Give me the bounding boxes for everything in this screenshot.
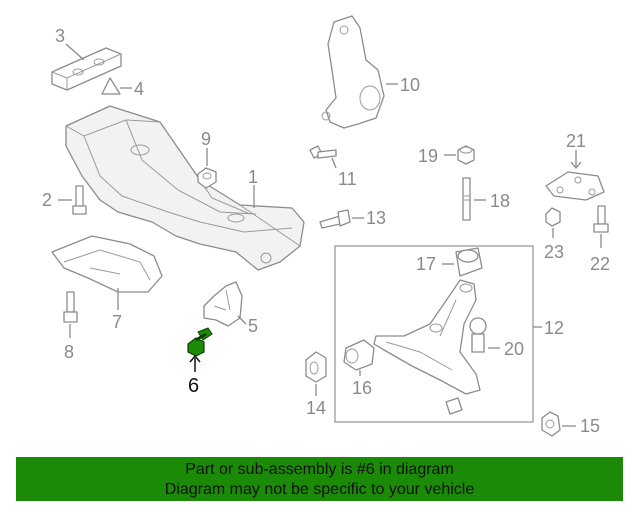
callout-7: 7 [112, 312, 122, 332]
callout-2: 2 [42, 190, 52, 210]
callout-4: 4 [134, 79, 144, 99]
callout-21: 21 [566, 131, 586, 151]
part-7-cover [51, 235, 163, 293]
callout-15: 15 [580, 416, 600, 436]
callout-3: 3 [55, 26, 65, 46]
part-14-bushing [305, 351, 327, 383]
part-1-subframe [65, 105, 305, 271]
part-8-bolt [63, 291, 78, 323]
banner-line-1: Part or sub-assembly is #6 in diagram [185, 461, 454, 478]
callout-10: 10 [400, 75, 420, 95]
callout-23: 23 [544, 242, 564, 262]
assembly-12-frame [334, 245, 534, 423]
part-19-nut [457, 145, 475, 165]
callout-18: 18 [490, 191, 510, 211]
callout-13: 13 [366, 208, 386, 228]
part-13-bolt [319, 209, 351, 229]
part-5-bracket [203, 281, 243, 327]
callout-19: 19 [418, 146, 438, 166]
part-11-bolt [309, 145, 337, 159]
callout-14: 14 [306, 398, 326, 418]
callout-22: 22 [590, 254, 610, 274]
part-17-bushing [455, 247, 483, 277]
callout-6: 6 [188, 375, 199, 397]
callout-17: 17 [416, 254, 436, 274]
callout-11: 11 [338, 169, 357, 189]
callout-9: 9 [201, 129, 211, 149]
callout-20: 20 [504, 339, 524, 359]
part-4-cone [101, 77, 121, 95]
arm-rear-bushing [445, 397, 463, 415]
callout-5: 5 [248, 316, 258, 336]
part-16-bushing [343, 339, 375, 371]
callout-12: 12 [544, 318, 564, 338]
callout-8: 8 [64, 342, 74, 362]
part-6-bolt [187, 327, 213, 357]
info-banner: Part or sub-assembly is #6 in diagram Di… [16, 457, 623, 501]
part-3-plate [51, 47, 122, 91]
part-10-knuckle [321, 15, 385, 129]
banner-line-2: Diagram may not be specific to your vehi… [164, 481, 475, 498]
part-12-control-arm [373, 279, 481, 395]
part-22-bolt [593, 205, 609, 233]
part-23-nut [545, 207, 561, 227]
callout-16: 16 [352, 378, 372, 398]
part-21-bracket [545, 171, 605, 201]
callout-1: 1 [248, 167, 258, 187]
part-20-ball-joint [469, 317, 487, 353]
part-15-nut [541, 411, 561, 437]
part-9-nut [197, 167, 217, 189]
part-18-stud [462, 177, 471, 221]
parts-diagram: 3 4 1 9 2 7 8 [42, 15, 610, 437]
part-2-bolt [72, 185, 87, 215]
